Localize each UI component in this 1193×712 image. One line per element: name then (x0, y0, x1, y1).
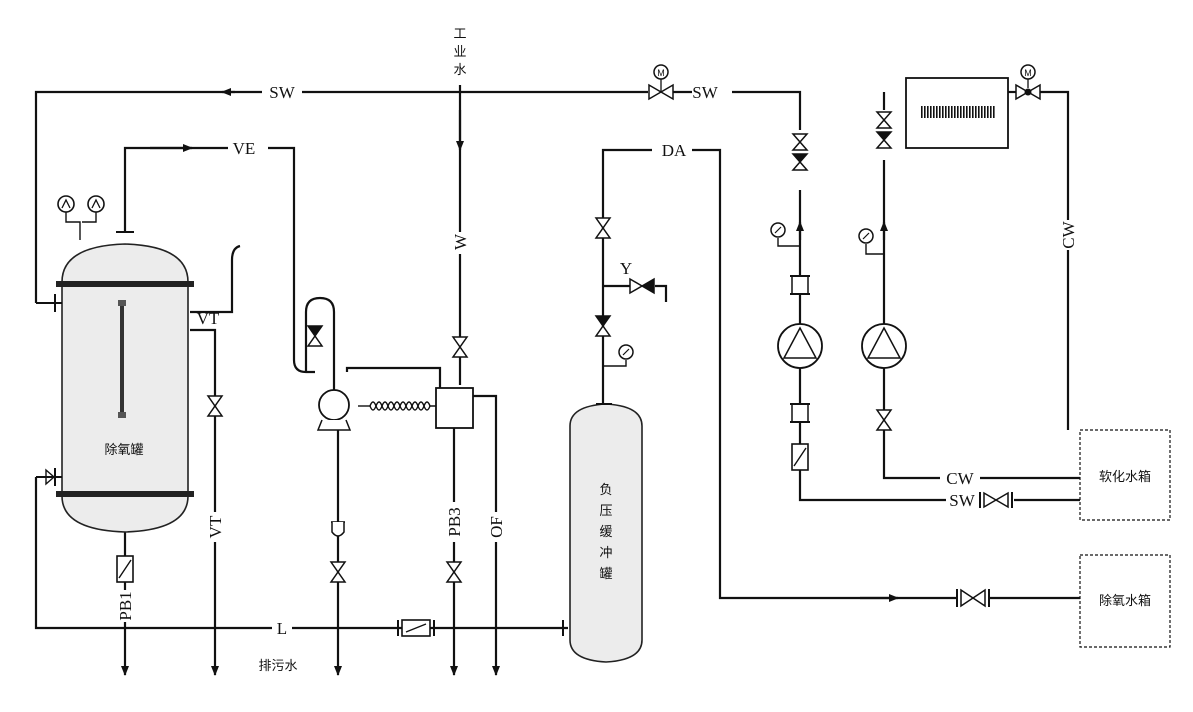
tank-label-char-3: 缓 (599, 525, 612, 540)
valve-y-icon (629, 277, 655, 295)
label-y: Y (620, 259, 632, 278)
flex-joint-sw-upper-icon (790, 275, 810, 295)
strainer-sw-icon (791, 443, 809, 471)
centrifugal-pump-sw-icon (777, 323, 823, 369)
pipe-network (34, 85, 1080, 676)
label-sw-bottom: SW (949, 491, 975, 510)
label-of: OF (487, 516, 506, 538)
valve-da-bottom-icon (956, 588, 990, 608)
heat-exchanger-coil-icon (369, 401, 436, 411)
svg-text:M: M (1024, 68, 1032, 78)
valve-sw-top-icon (791, 133, 809, 171)
valve-cw-header-icon: M (1015, 64, 1041, 101)
pressure-gauge-da-icon (603, 344, 634, 367)
valve-cw-bottom-icon (875, 409, 893, 431)
valve-w-icon (451, 336, 469, 358)
negative-pressure-tank (562, 403, 643, 663)
label-industrial-water-1: 工 (453, 27, 466, 42)
valve-cw-top-icon (875, 111, 893, 149)
check-valve-icon (306, 325, 324, 347)
label-vt-top: VT (197, 309, 220, 328)
tank-label-char-1: 负 (599, 483, 612, 498)
label-blowdown: 排污水 (258, 659, 297, 674)
pb1-strainer-icon (116, 555, 134, 583)
label-industrial-water-2: 业 (453, 45, 466, 60)
valve-sw-bottom-icon (979, 491, 1013, 509)
separator-box (435, 387, 474, 429)
valve-d-icon (329, 561, 347, 583)
valve-pb3-icon (445, 561, 463, 583)
orifice-d-icon (331, 521, 345, 537)
negative-pressure-tank-label: 负 压 缓 冲 罐 (599, 483, 612, 582)
deaerator-tank-label: 除氧罐 (104, 443, 143, 458)
label-sw-left: SW (269, 83, 295, 102)
label-cw-bottom: CW (946, 469, 974, 488)
valve-vt-icon (206, 395, 224, 417)
valve-sw-header-icon: M (648, 64, 674, 101)
tank-label-char-5: 罐 (599, 567, 612, 582)
pressure-gauge-cw-icon (858, 228, 884, 255)
tank-label-char-2: 压 (599, 504, 612, 519)
label-cw-vertical: CW (1059, 220, 1078, 248)
svg-text:M: M (657, 68, 665, 78)
pressure-gauge-sw-icon (770, 222, 800, 247)
valve-da-lower-icon (594, 315, 612, 337)
label-w: W (451, 233, 470, 250)
control-panel (905, 77, 1009, 149)
softened-water-tank-label: 软化水箱 (1099, 469, 1151, 485)
softened-water-tank-box: 软化水箱 (1079, 429, 1171, 521)
label-industrial-water-3: 水 (453, 63, 466, 78)
flex-joint-sw-lower-icon (790, 403, 810, 423)
deaerated-water-tank-label: 除氧水箱 (1099, 593, 1151, 609)
deaerated-water-tank-box: 除氧水箱 (1079, 554, 1171, 648)
label-sw-top: SW (692, 83, 718, 102)
label-da: DA (662, 141, 687, 160)
label-pb3: PB3 (445, 507, 464, 536)
gauge-pressure-icon (57, 195, 81, 240)
line-labels: SW SW VE DA 工 业 水 W Y CW VT VT PB1 PB3 O… (116, 27, 1078, 674)
deaerator-tank: 除氧罐 (36, 231, 194, 533)
label-ve: VE (233, 139, 256, 158)
valve-da-upper-icon (594, 217, 612, 239)
label-pb1: PB1 (116, 591, 135, 620)
label-l: L (277, 619, 287, 638)
gauge-temperature-icon (82, 195, 105, 223)
tank-label-char-4: 冲 (599, 546, 612, 561)
label-vt-vertical: VT (206, 515, 225, 538)
centrifugal-pump-cw-icon (861, 323, 907, 369)
vacuum-pump-icon (316, 389, 352, 431)
l-strainer-icon (397, 619, 435, 637)
